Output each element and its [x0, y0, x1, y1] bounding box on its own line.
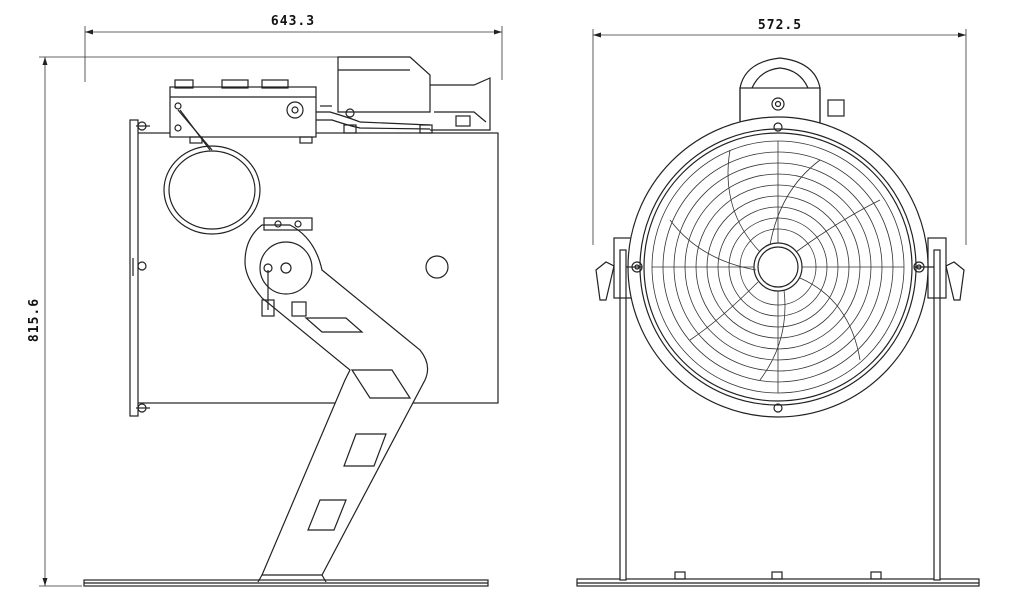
front-view: [576, 57, 980, 587]
side-front-flange: [129, 119, 139, 417]
front-yoke-right: [933, 249, 941, 581]
front-fan-hub: [753, 242, 803, 292]
side-yoke-arm: [244, 224, 429, 576]
front-yoke-left: [619, 249, 627, 581]
side-width-label: 643.3: [271, 14, 315, 29]
front-width-label: 572.5: [758, 18, 802, 33]
front-fan-guard: [651, 140, 905, 394]
side-view: [83, 56, 499, 587]
side-ballast-box: [337, 56, 431, 113]
side-control-box: [169, 86, 317, 138]
front-top-housing: [739, 57, 821, 126]
dimension-side-width: 643.3: [84, 14, 503, 82]
dimension-height: 815.6: [27, 56, 390, 587]
height-label: 815.6: [27, 298, 42, 342]
dimension-front-width: 572.5: [592, 18, 967, 245]
